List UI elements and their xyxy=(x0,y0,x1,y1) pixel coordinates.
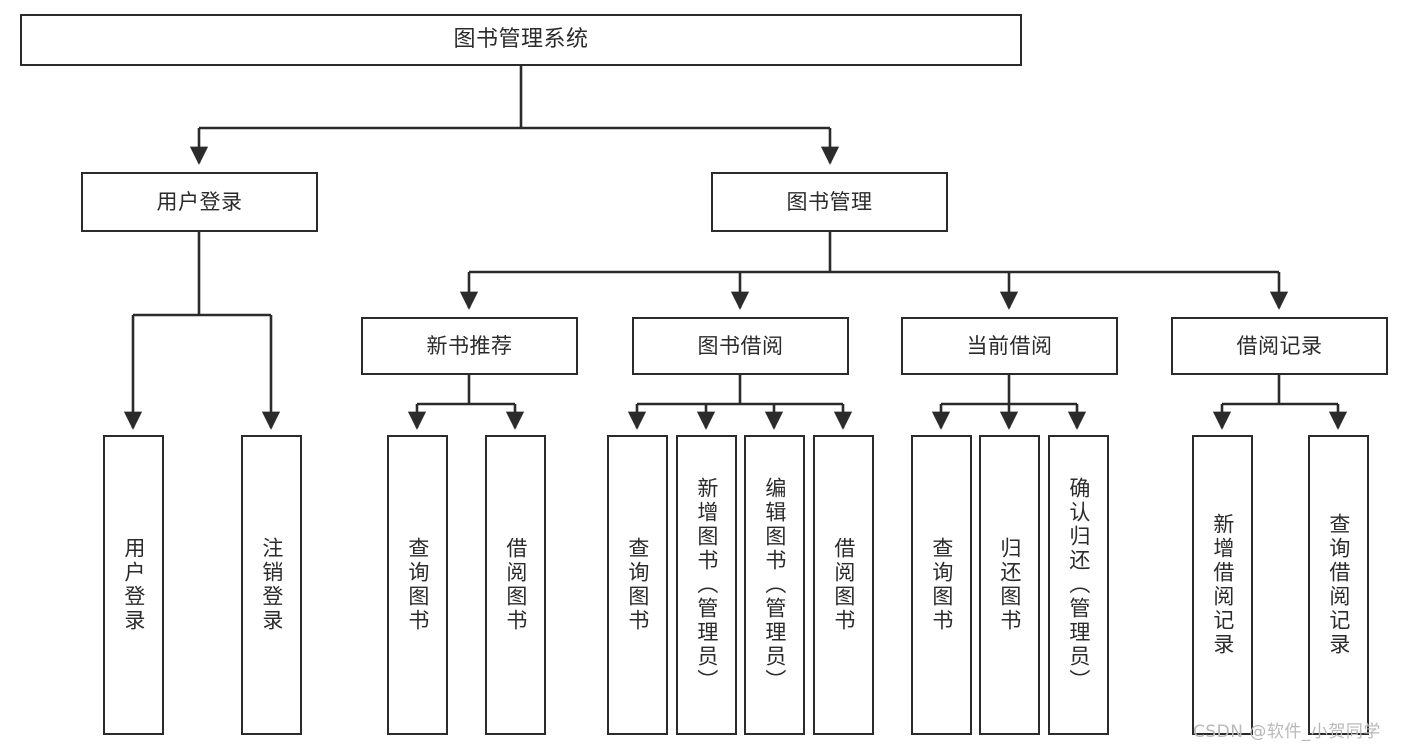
node-label: 借阅图书 xyxy=(831,537,856,633)
node-book-management[interactable]: 图书管理 xyxy=(711,172,948,232)
node-label: 借阅记录 xyxy=(1236,333,1323,358)
node-label: 查询借阅记录 xyxy=(1326,513,1351,657)
node-leaf-add-record[interactable]: 新增借阅记录 xyxy=(1192,435,1253,735)
node-new-book-recommendation[interactable]: 新书推荐 xyxy=(361,317,578,375)
node-label: 确认归还（管理员） xyxy=(1066,477,1091,693)
node-label: 用户登录 xyxy=(121,537,146,633)
node-leaf-borrow-book-2[interactable]: 借阅图书 xyxy=(813,435,874,735)
node-label: 用户登录 xyxy=(156,189,243,214)
node-borrowing-records[interactable]: 借阅记录 xyxy=(1171,317,1388,375)
node-root-book-management-system[interactable]: 图书管理系统 xyxy=(20,14,1022,66)
node-label: 图书管理系统 xyxy=(453,27,589,53)
node-label: 注销登录 xyxy=(259,537,284,633)
node-leaf-logout[interactable]: 注销登录 xyxy=(241,435,302,735)
node-label: 归还图书 xyxy=(997,537,1022,633)
node-leaf-query-book-3[interactable]: 查询图书 xyxy=(911,435,972,735)
node-label: 借阅图书 xyxy=(503,537,528,633)
csdn-watermark: CSDN @软件_小贺同学 xyxy=(1193,722,1381,742)
node-leaf-query-record[interactable]: 查询借阅记录 xyxy=(1308,435,1369,735)
node-book-borrowing[interactable]: 图书借阅 xyxy=(632,317,849,375)
node-label: 查询图书 xyxy=(929,537,954,633)
node-label: 当前借阅 xyxy=(966,333,1053,358)
node-leaf-return-book[interactable]: 归还图书 xyxy=(979,435,1040,735)
node-leaf-add-book[interactable]: 新增图书（管理员） xyxy=(676,435,737,735)
node-label: 新增借阅记录 xyxy=(1210,513,1235,657)
node-label: 编辑图书（管理员） xyxy=(762,477,787,693)
node-label: 查询图书 xyxy=(405,537,430,633)
node-leaf-user-login[interactable]: 用户登录 xyxy=(103,435,164,735)
node-leaf-query-book-2[interactable]: 查询图书 xyxy=(607,435,668,735)
node-label: 新书推荐 xyxy=(426,333,513,358)
node-label: 图书管理 xyxy=(786,189,873,214)
node-leaf-edit-book[interactable]: 编辑图书（管理员） xyxy=(744,435,805,735)
node-leaf-query-book-1[interactable]: 查询图书 xyxy=(387,435,448,735)
node-label: 图书借阅 xyxy=(697,333,784,358)
node-label: 新增图书（管理员） xyxy=(694,477,719,693)
node-leaf-confirm-return[interactable]: 确认归还（管理员） xyxy=(1048,435,1109,735)
node-leaf-borrow-book-1[interactable]: 借阅图书 xyxy=(485,435,546,735)
node-current-borrowing[interactable]: 当前借阅 xyxy=(901,317,1118,375)
node-label: 查询图书 xyxy=(625,537,650,633)
node-user-login[interactable]: 用户登录 xyxy=(81,172,318,232)
